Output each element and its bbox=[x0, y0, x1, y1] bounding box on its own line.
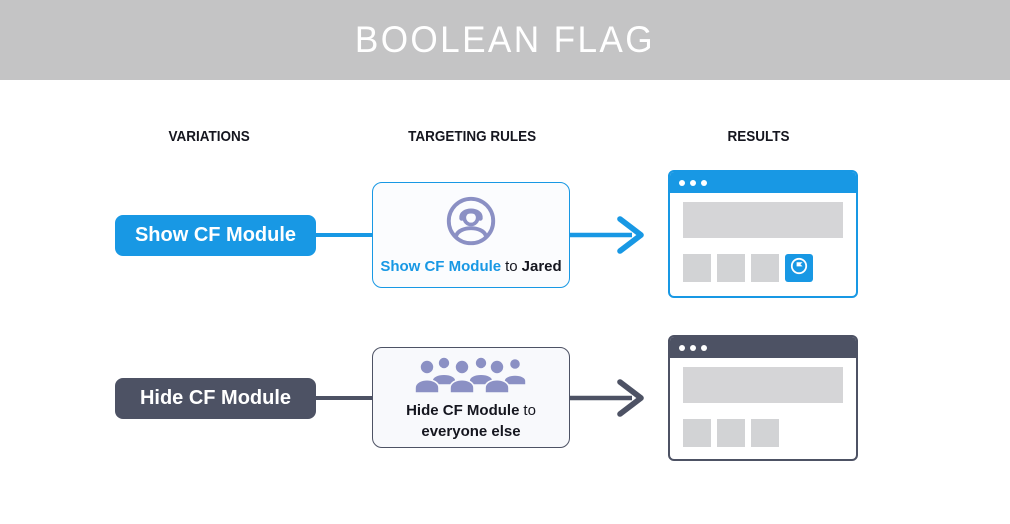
column-label-results: RESULTS bbox=[726, 128, 790, 145]
window-dot bbox=[701, 179, 707, 186]
single-user-icon bbox=[445, 195, 497, 252]
rule-audience: everyone else bbox=[421, 423, 521, 440]
rule-flag-name: Show CF Module bbox=[380, 258, 502, 275]
hero-placeholder-block bbox=[683, 367, 843, 403]
variation-pill-label: Show CF Module bbox=[134, 224, 297, 246]
flow-arrow bbox=[570, 216, 644, 254]
column-label-targeting-rules: TARGETING RULES bbox=[407, 128, 536, 145]
tile-row bbox=[683, 419, 856, 447]
connector-line bbox=[316, 396, 373, 400]
targeting-rule-card-hide: Hide CF Module to everyone else bbox=[372, 347, 570, 448]
hero-placeholder-block bbox=[683, 202, 843, 238]
variation-pill-show: Show CF Module bbox=[115, 215, 316, 256]
window-dot bbox=[679, 344, 685, 351]
column-label-variations: VARIATIONS bbox=[168, 128, 250, 145]
flag-module-icon bbox=[788, 255, 810, 282]
page-title: BOOLEAN FLAG bbox=[354, 19, 656, 60]
cf-module-tile bbox=[785, 254, 813, 282]
targeting-rule-text: Hide CF Module to bbox=[406, 402, 536, 419]
result-browser-hide bbox=[668, 335, 858, 461]
variation-pill-hide: Hide CF Module bbox=[115, 378, 316, 419]
placeholder-tile bbox=[751, 254, 779, 282]
window-dot bbox=[679, 179, 685, 186]
crowd-icon bbox=[414, 355, 527, 398]
placeholder-tile bbox=[717, 419, 745, 447]
window-dot bbox=[690, 344, 696, 351]
targeting-rule-text: Show CF Module to Jared bbox=[380, 258, 561, 275]
window-dot bbox=[690, 179, 696, 186]
browser-title-bar bbox=[670, 337, 856, 358]
placeholder-tile bbox=[683, 254, 711, 282]
targeting-rule-card-show: Show CF Module to Jared bbox=[372, 182, 570, 288]
window-dot bbox=[701, 344, 707, 351]
header-banner: BOOLEAN FLAG bbox=[0, 0, 1010, 80]
placeholder-tile bbox=[683, 419, 711, 447]
result-browser-show bbox=[668, 170, 858, 298]
placeholder-tile bbox=[717, 254, 745, 282]
flow-arrow bbox=[570, 379, 644, 417]
connector-line bbox=[316, 233, 373, 237]
browser-title-bar bbox=[670, 172, 856, 193]
variation-pill-label: Hide CF Module bbox=[139, 387, 292, 409]
rule-flag-name: Hide CF Module bbox=[406, 402, 520, 419]
rule-connector-word: to bbox=[523, 402, 536, 419]
placeholder-tile bbox=[751, 419, 779, 447]
rule-audience: Jared bbox=[521, 258, 562, 275]
tile-row bbox=[683, 254, 856, 282]
rule-connector-word: to bbox=[505, 258, 518, 275]
